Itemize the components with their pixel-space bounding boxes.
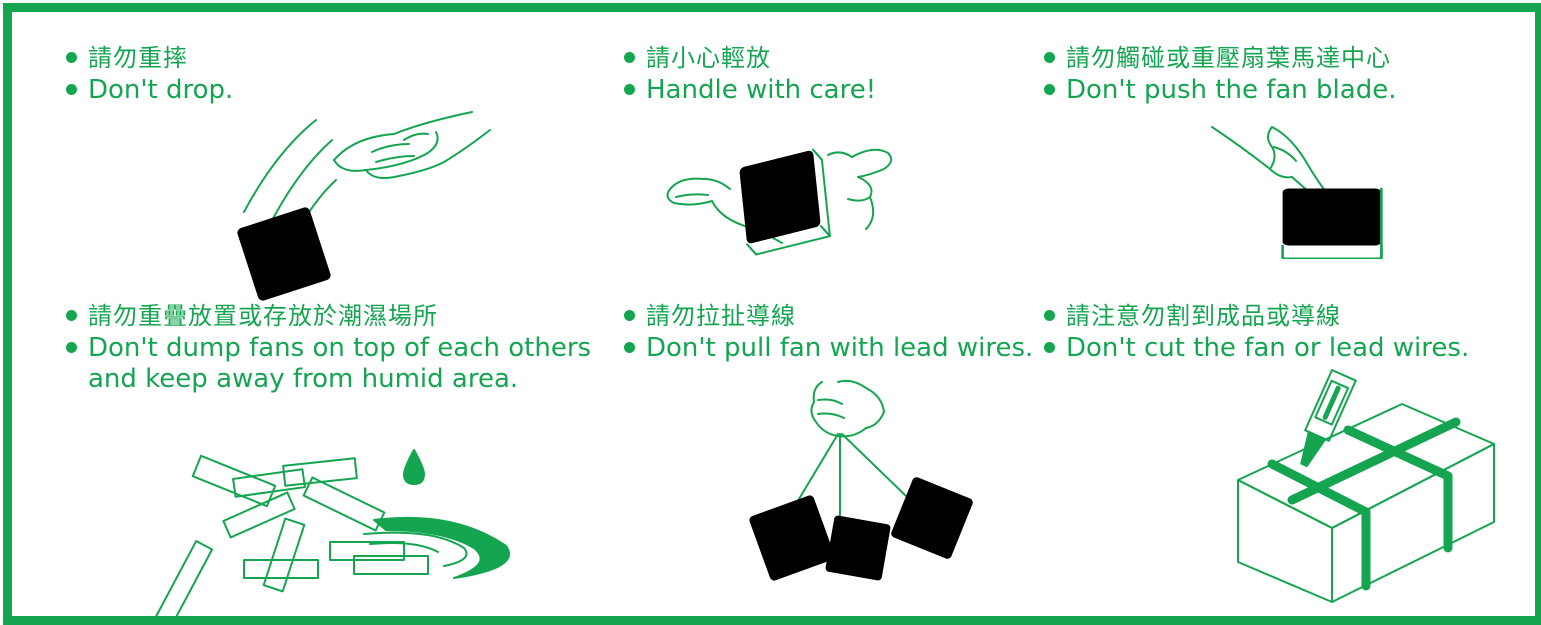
- water-drop-icon: [403, 449, 425, 485]
- caption-en-text: Don't dump fans on top of each others: [88, 333, 592, 363]
- fan-icon: [236, 206, 332, 302]
- bullet-icon: [66, 84, 77, 95]
- bullet-icon: [66, 52, 77, 63]
- caption-en: Don't pull fan with lead wires.: [622, 332, 1033, 364]
- caption-en: Don't cut the fan or lead wires.: [1042, 332, 1469, 364]
- cross-icon: [86, 137, 186, 235]
- dropping-fan-illustration: [236, 111, 491, 302]
- stacked-fans-puddle-illustration: [152, 449, 511, 625]
- caption-en-text: Don't cut the fan or lead wires.: [1066, 333, 1470, 363]
- bullet-icon: [624, 84, 635, 95]
- bullet-icon: [1044, 342, 1055, 353]
- panel-caption: 請勿重疊放置或存放於潮濕場所 Don't dump fans on top of…: [64, 300, 591, 394]
- caption-zh-text: 請勿重疊放置或存放於潮濕場所: [88, 302, 438, 330]
- panel-dont-stack-humid: 請勿重疊放置或存放於潮濕場所 Don't dump fans on top of…: [64, 300, 591, 625]
- bullet-icon: [624, 310, 635, 321]
- panel-caption: 請小心輕放 Handle with care!: [622, 42, 876, 106]
- caption-zh: 請勿重疊放置或存放於潮濕場所: [64, 300, 591, 332]
- hand-icon: [333, 111, 491, 179]
- caption-zh-text: 請勿重摔: [88, 44, 188, 72]
- caption-en: Don't drop.: [64, 74, 233, 106]
- panel-caption: 請注意勿割到成品或導線 Don't cut the fan or lead wi…: [1042, 300, 1469, 364]
- caption-en: Don't dump fans on top of each others: [64, 332, 591, 364]
- box-icon: [1237, 403, 1495, 603]
- bullet-icon: [1044, 52, 1055, 63]
- caption-zh: 請勿觸碰或重壓扇葉馬達中心: [1042, 42, 1396, 74]
- caption-zh: 請小心輕放: [622, 42, 876, 74]
- caption-en-text: Don't push the fan blade.: [1066, 75, 1397, 105]
- caption-zh-text: 請勿拉扯導線: [646, 302, 796, 330]
- fan-icon: [1281, 187, 1383, 259]
- caption-en-continued: and keep away from humid area.: [88, 364, 519, 394]
- warning-frame: 請勿重摔 Don't drop. 請小心輕放 Handle with care!: [3, 3, 1541, 625]
- caption-en-text: Handle with care!: [646, 75, 877, 105]
- fan-icon: [739, 148, 831, 256]
- cross-icon: [1072, 137, 1172, 235]
- panel-caption: 請勿觸碰或重壓扇葉馬達中心 Don't push the fan blade.: [1042, 42, 1396, 106]
- caption-zh: 請勿拉扯導線: [622, 300, 1033, 332]
- panel-dont-pull-wires: 請勿拉扯導線 Don't pull fan with lead wires.: [622, 300, 1102, 582]
- panel-caption: 請勿重摔 Don't drop.: [64, 42, 233, 106]
- cutter-knife-icon: [1300, 369, 1357, 468]
- panel-caption: 請勿拉扯導線 Don't pull fan with lead wires.: [622, 300, 1033, 364]
- fan-icon: [889, 475, 975, 561]
- bullet-icon: [1044, 310, 1055, 321]
- fan-icon: [824, 514, 892, 582]
- bullet-icon: [66, 310, 77, 321]
- hands-holding-fan-illustration: [666, 148, 893, 256]
- hanging-fans-illustration: [748, 379, 975, 582]
- caption-zh: 請勿重摔: [64, 42, 233, 74]
- caption-zh-text: 請勿觸碰或重壓扇葉馬達中心: [1066, 44, 1391, 72]
- caption-en-text: Don't drop.: [88, 75, 234, 105]
- caption-zh-text: 請注意勿割到成品或導線: [1066, 302, 1341, 330]
- panel-dont-drop: 請勿重摔 Don't drop.: [64, 42, 544, 302]
- caption-en: Don't push the fan blade.: [1042, 74, 1396, 106]
- cut-box-illustration: [1237, 369, 1495, 603]
- bullet-icon: [1044, 84, 1055, 95]
- bullet-icon: [624, 342, 635, 353]
- finger-pushing-fan-illustration: [1211, 126, 1383, 259]
- puddle: [363, 516, 511, 579]
- caption-zh: 請注意勿割到成品或導線: [1042, 300, 1469, 332]
- cross-icon: [654, 406, 754, 504]
- panel-handle-with-care: 請小心輕放 Handle with care!: [622, 42, 1102, 292]
- panel-dont-cut-wires: 請注意勿割到成品或導線 Don't cut the fan or lead wi…: [1042, 300, 1522, 603]
- fist-icon: [810, 379, 885, 438]
- hand-icon: [666, 148, 893, 244]
- caption-en-text: Don't pull fan with lead wires.: [646, 333, 1034, 363]
- fan-icon: [748, 494, 836, 582]
- cross-icon: [1072, 404, 1172, 502]
- panel-dont-push-blade: 請勿觸碰或重壓扇葉馬達中心 Don't push the fan blade.: [1042, 42, 1522, 292]
- caption-en: Handle with care!: [622, 74, 876, 106]
- bullet-icon: [624, 52, 635, 63]
- bullet-icon: [66, 342, 77, 353]
- caption-zh-text: 請小心輕放: [646, 44, 771, 72]
